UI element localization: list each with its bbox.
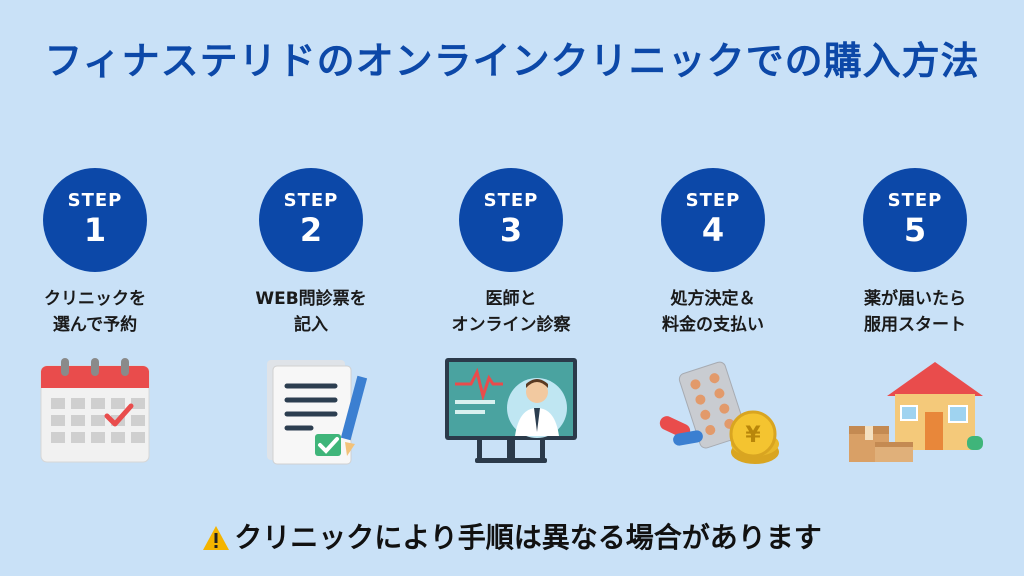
step-badge: STEP 4 — [661, 168, 765, 272]
step-number: 2 — [299, 211, 323, 249]
step-5: STEP 5 薬が届いたら 服用スタート — [820, 168, 1010, 472]
step-caption-line: クリニックを — [44, 289, 146, 309]
pills-coins-icon: ¥ — [659, 361, 779, 464]
step-2: STEP 2 WEB問診票を 記入 — [216, 168, 406, 466]
step-badge: STEP 3 — [459, 168, 563, 272]
step-1: STEP 1 クリニックを 選んで予約 — [0, 168, 190, 466]
calendar-icon — [40, 358, 150, 463]
house-delivery-icon — [849, 362, 983, 462]
step-label: STEP — [685, 190, 741, 211]
warning-icon — [203, 526, 230, 550]
step-label: STEP — [67, 190, 123, 211]
step-4: STEP 4 処方決定＆ 料金の支払い ¥ — [618, 168, 808, 472]
disclaimer-note: クリニックにより手順は異なる場合があります — [0, 516, 1024, 556]
step-number: 4 — [701, 211, 725, 249]
questionnaire-icon — [267, 360, 368, 465]
step-3: STEP 3 医師と オンライン診察 — [416, 168, 606, 472]
step-label: STEP — [483, 190, 539, 211]
step-badge: STEP 1 — [43, 168, 147, 272]
svg-text:¥: ¥ — [745, 423, 761, 448]
step-label: STEP — [283, 190, 339, 211]
step-caption: クリニックを 選んで予約 — [0, 286, 190, 342]
step-caption-line: 医師と — [485, 289, 537, 309]
step-number: 5 — [903, 211, 927, 249]
step-caption-line: 処方決定＆ — [670, 289, 756, 309]
step-caption: 処方決定＆ 料金の支払い — [618, 286, 808, 342]
online-doctor-icon — [445, 358, 577, 463]
page-title: フィナステリドのオンラインクリニックでの購入方法 — [44, 39, 980, 83]
step-caption: 薬が届いたら 服用スタート — [820, 286, 1010, 342]
step-caption: 医師と オンライン診察 — [416, 286, 606, 342]
step-caption-line: WEB問診票を — [255, 289, 367, 309]
step-caption-line: 薬が届いたら — [864, 289, 966, 309]
step-caption-line: 服用スタート — [864, 315, 966, 335]
step-label: STEP — [887, 190, 943, 211]
step-caption-line: 選んで予約 — [52, 315, 138, 335]
step-number: 1 — [83, 211, 107, 249]
step-caption: WEB問診票を 記入 — [216, 286, 406, 342]
step-caption-line: オンライン診察 — [451, 315, 571, 335]
step-badge: STEP 2 — [259, 168, 363, 272]
step-caption-line: 記入 — [294, 315, 328, 335]
step-caption-line: 料金の支払い — [662, 315, 764, 335]
disclaimer-text: クリニックにより手順は異なる場合があります — [234, 521, 822, 554]
step-number: 3 — [499, 211, 523, 249]
step-badge: STEP 5 — [863, 168, 967, 272]
